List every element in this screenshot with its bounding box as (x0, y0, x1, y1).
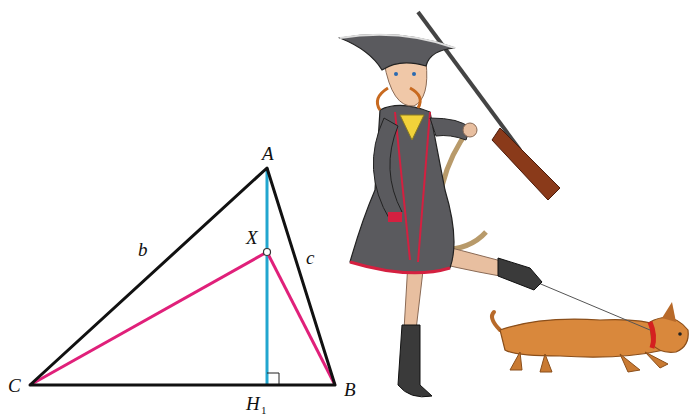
boot (498, 258, 542, 290)
side-label: b (138, 240, 148, 259)
eye (394, 72, 398, 76)
triangle (30, 168, 335, 385)
point-label: X (246, 228, 258, 247)
segment-xc (30, 252, 267, 385)
dog-head (650, 318, 688, 353)
right-angle-mark (267, 373, 279, 385)
vertex-label: A (262, 144, 274, 163)
dog-eye (678, 332, 682, 336)
cravat (400, 115, 424, 140)
boot (398, 325, 432, 397)
arm (373, 118, 402, 220)
soldier (340, 12, 560, 397)
coat-hem (350, 262, 450, 273)
cuff (388, 212, 402, 222)
coat-trim (395, 112, 430, 262)
dog-tail (492, 312, 500, 330)
eye (412, 72, 416, 76)
hat-trim (340, 35, 455, 48)
tricorn-hat (340, 35, 455, 70)
point-x (264, 249, 271, 256)
foot-label: H (246, 394, 260, 413)
side-label: c (306, 248, 314, 267)
dog (492, 302, 688, 372)
dog-collar (650, 322, 654, 348)
triangle-outline (30, 168, 335, 385)
hand (463, 123, 477, 137)
dog-body (500, 319, 664, 357)
rifle-stock (492, 128, 560, 200)
vertex-label: C (8, 376, 21, 395)
rifle-barrel (418, 12, 520, 150)
foot-subscript: 1 (261, 405, 267, 416)
dog-legs (510, 352, 668, 372)
dog-ear (662, 302, 676, 322)
leash (536, 282, 650, 330)
vertex-label: B (344, 380, 356, 399)
altitude (266, 168, 269, 385)
moustache (377, 88, 420, 110)
